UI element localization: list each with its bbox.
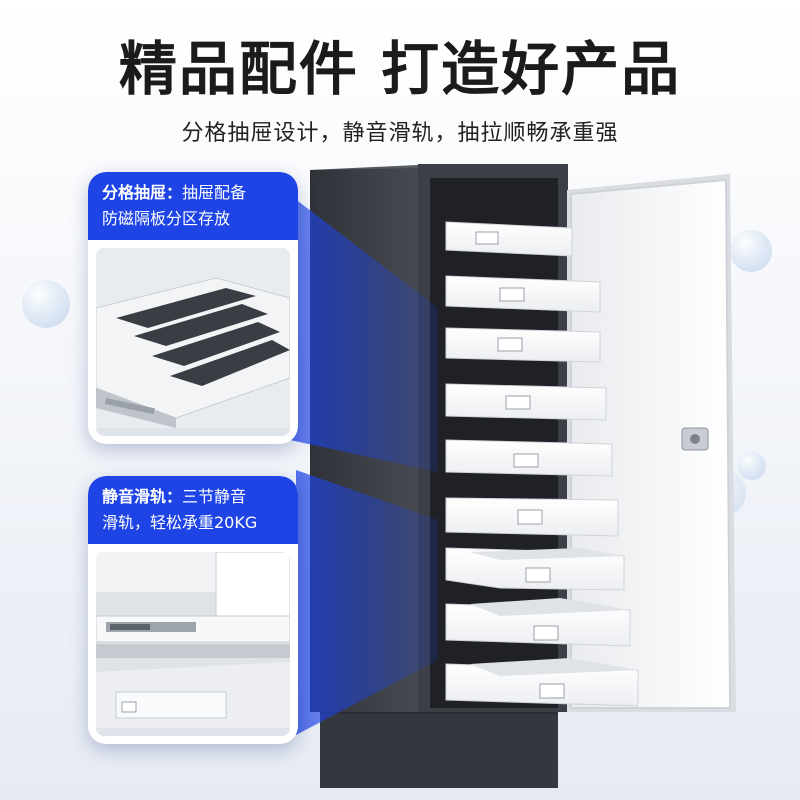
bubble-decoration [22,280,70,328]
beam-upper [290,195,438,472]
callout-label: 静音滑轨： [102,487,183,506]
callout-text-line1: 抽屉配备 [182,183,247,202]
drawer [445,497,619,537]
drawer [445,383,607,421]
callout-header: 分格抽屉：抽屉配备 防磁隔板分区存放 [88,172,298,240]
cabinet-base [320,710,558,788]
drawer [445,275,601,313]
drawer-divider-photo [96,248,290,436]
subheadline: 分格抽屉设计，静音滑轨，抽拉顺畅承重强 [181,121,619,146]
callout-card-drawer: 分格抽屉：抽屉配备 防磁隔板分区存放 [88,172,298,444]
drawer [445,598,631,647]
drawer [445,547,625,591]
slide-rail-photo [96,552,290,736]
callout-text-line2: 防磁隔板分区存放 [102,209,231,228]
bubble-decoration [730,230,772,272]
callout-label: 分格抽屉： [102,183,183,202]
callout-text-line2: 滑轨，轻松承重20KG [102,513,258,532]
drawers [445,221,639,707]
bubble-decoration [738,452,766,480]
drawer [445,327,601,363]
callout-header: 静音滑轨：三节静音 滑轨，轻松承重20KG [88,476,298,544]
drawer [445,439,613,477]
beam-lower [296,470,438,735]
drawer [445,221,573,257]
drawer [445,658,639,707]
callout-card-slide-rail: 静音滑轨：三节静音 滑轨，轻松承重20KG [88,476,298,744]
callout-text-line1: 三节静音 [182,487,247,506]
headline: 精品配件 打造好产品 [118,35,682,103]
